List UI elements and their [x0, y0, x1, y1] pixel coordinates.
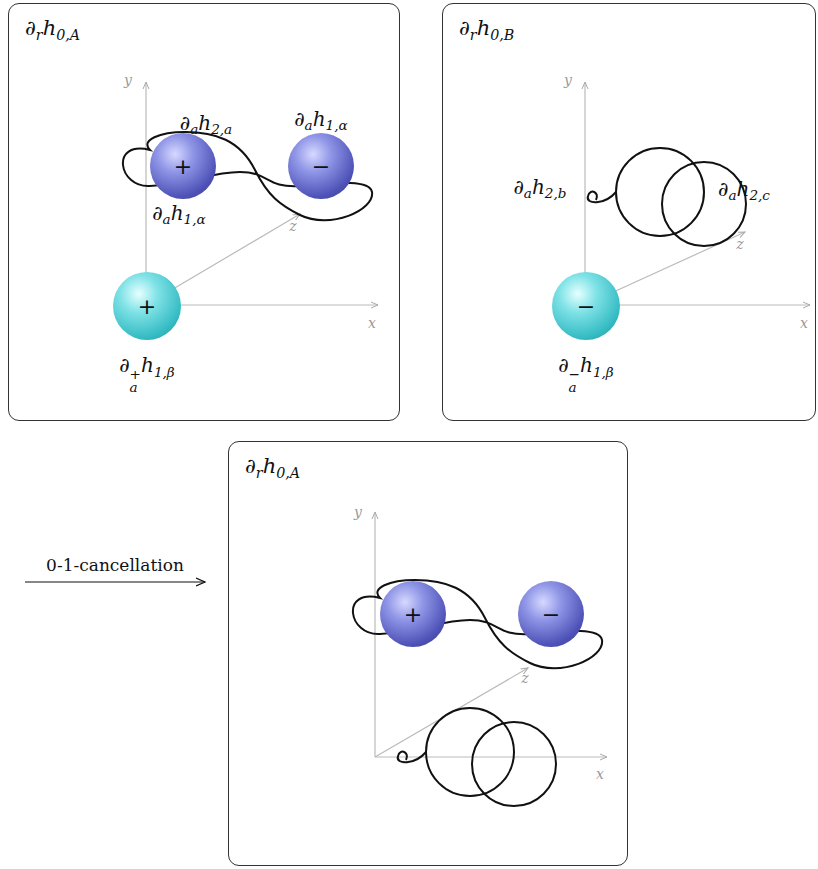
axis-label: x: [368, 315, 376, 331]
panel: ∂rh0,A+∂ah1,α−∂ah1,α+∂a+h1,β: [8, 3, 400, 421]
panel-heading: ∂rh0,A: [245, 454, 300, 481]
blue-sphere: +: [380, 581, 446, 647]
sphere-label: ∂a−h1,β: [558, 353, 613, 395]
sphere-label: ∂ah1,α: [152, 201, 206, 228]
curve-label: ∂ah2,b: [513, 175, 566, 202]
panel-heading: ∂rh0,A: [25, 16, 80, 43]
panel: ∂rh0,A + −: [228, 441, 628, 866]
curve-label: ∂ah2,a: [180, 111, 232, 138]
axis-label: z: [521, 670, 528, 686]
sign: −: [542, 602, 560, 627]
axis-label: z: [736, 236, 743, 252]
axis-label: x: [596, 766, 604, 782]
cyan-sphere: +∂a+h1,β: [113, 272, 181, 340]
panel: ∂rh0,B−∂a−h1,β: [442, 3, 816, 421]
sign: +: [404, 602, 422, 627]
curve-label: ∂ah2,c: [718, 177, 770, 204]
sphere-label: ∂ah1,α: [294, 107, 348, 134]
axis-label: z: [289, 218, 296, 234]
sign: −: [312, 154, 330, 179]
axis-label: y: [124, 72, 132, 88]
blue-sphere: −: [518, 581, 584, 647]
blue-sphere: −∂ah1,α: [288, 133, 354, 199]
sphere-label: ∂a+h1,β: [119, 353, 174, 395]
axis-label: y: [354, 504, 362, 520]
blue-sphere: +∂ah1,α: [150, 133, 216, 199]
axis-label: x: [800, 315, 808, 331]
sign: −: [577, 294, 595, 319]
sign: +: [174, 154, 192, 179]
operation-label: 0-1-cancellation: [46, 555, 184, 575]
axis-label: y: [564, 72, 572, 88]
cyan-sphere: −∂a−h1,β: [552, 272, 620, 340]
panel-heading: ∂rh0,B: [459, 16, 514, 43]
sign: +: [138, 294, 156, 319]
